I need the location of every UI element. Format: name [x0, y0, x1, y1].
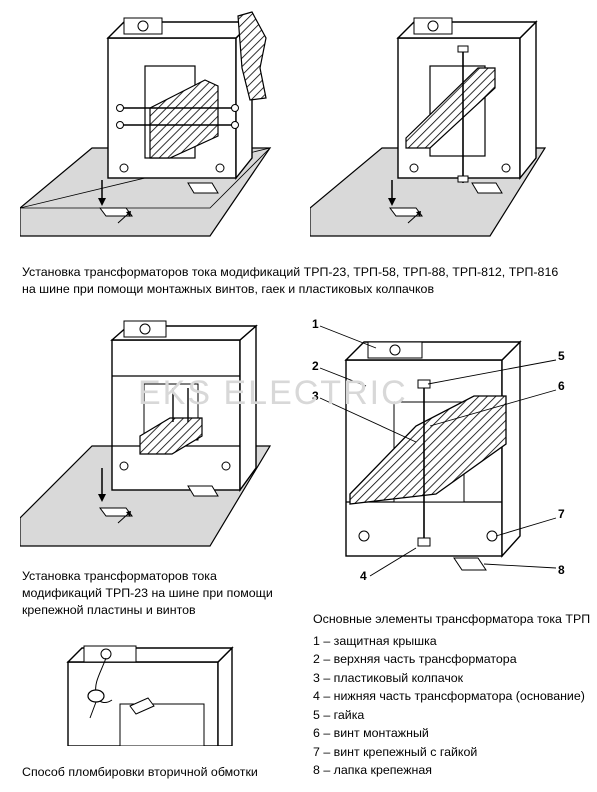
- callout-4: 4: [360, 569, 367, 583]
- busbar: [237, 11, 267, 101]
- caption-middle-line2: модификаций ТРП-23 на шине при помощи: [22, 586, 273, 600]
- caption-top-line1: Установка трансформаторов тока модификац…: [22, 265, 559, 279]
- seal: [87, 689, 105, 703]
- caption-top: Установка трансформаторов тока модификац…: [22, 264, 558, 298]
- callout-7: 7: [558, 507, 565, 521]
- caption-top-line2: на шине при помощи монтажных винтов, гае…: [22, 282, 435, 296]
- callout-6: 6: [558, 379, 565, 393]
- legend-item: 4 – нижняя часть трансформатора (основан…: [313, 689, 585, 703]
- legend-item: 3 – пластиковый колпачок: [313, 670, 464, 685]
- cover: [413, 17, 453, 35]
- fig-labeled-transformer: 1 2 3 5 6 7 8 4: [312, 317, 565, 583]
- busbar-hatched: [405, 67, 496, 149]
- busbar-hatched: [349, 395, 507, 505]
- callout-3: 3: [312, 389, 319, 403]
- callout-1: 1: [312, 317, 319, 331]
- fig-sealing: [66, 645, 234, 746]
- legend-item: 8 – лапка крепежная: [313, 763, 432, 777]
- legend-item: 2 – верхняя часть трансформатора: [313, 652, 517, 666]
- caption-middle: Установка трансформаторов тока модификац…: [22, 568, 273, 619]
- cover: [123, 17, 163, 35]
- callout-5: 5: [558, 349, 565, 363]
- cover: [123, 320, 167, 338]
- legend-item: 1 – защитная крышка: [313, 633, 437, 648]
- legend: Основные элементы трансформатора тока ТР…: [313, 610, 590, 780]
- legend-item: 5 – гайка: [313, 707, 365, 722]
- fig-top-right-transformer: [310, 17, 547, 237]
- legend-item: 7 – винт крепежный с гайкой: [313, 744, 478, 759]
- callout-2: 2: [312, 359, 319, 373]
- fig-top-left-transformer: [20, 11, 272, 237]
- caption-middle-line3: крепежной пластины и винтов: [22, 603, 196, 617]
- callout-8: 8: [558, 563, 565, 577]
- cover: [367, 341, 423, 359]
- busbar-hatched: [149, 79, 219, 159]
- legend-title: Основные элементы трансформатора тока ТР…: [313, 612, 591, 626]
- legend-item: 6 – винт монтажный: [313, 726, 429, 740]
- caption-bottom: Способ пломбировки вторичной обмотки: [22, 765, 258, 779]
- cover: [83, 645, 137, 663]
- caption-middle-line1: Установка трансформаторов тока: [22, 569, 217, 583]
- busbar-hatched: [139, 417, 203, 455]
- fig-middle-left-transformer: [20, 320, 272, 547]
